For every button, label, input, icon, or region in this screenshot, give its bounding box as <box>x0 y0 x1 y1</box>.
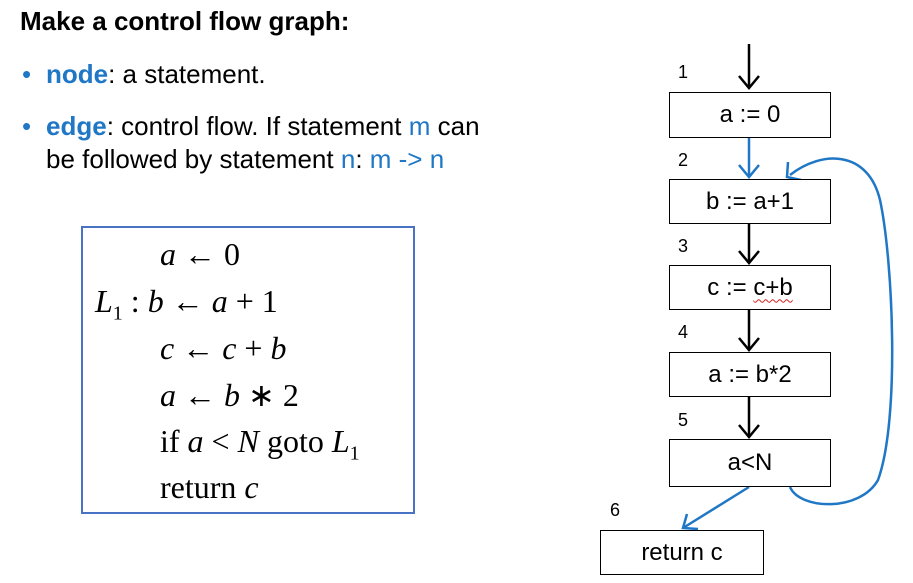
cfg-node-3: c := c+b <box>669 265 831 310</box>
bullet-dot-icon: • <box>22 111 32 141</box>
edge-notation: m -> n <box>369 144 445 174</box>
code-line-6: return c <box>160 469 259 505</box>
cfg-node-5: a<N <box>669 439 831 487</box>
code-line-5: if a < N goto L1 <box>160 423 360 465</box>
slide-title: Make a control flow graph: <box>20 6 350 36</box>
node-keyword: node <box>46 59 109 89</box>
node-number-6: 6 <box>610 500 621 520</box>
entry-edge <box>738 44 760 90</box>
cfg-node-6: return c <box>600 530 764 575</box>
bullet-dot-icon: • <box>22 59 32 89</box>
cfg-node-1: a := 0 <box>669 92 831 138</box>
cfg-node-2: b := a+1 <box>669 179 831 224</box>
edge-1-2 <box>738 138 760 179</box>
cfg-node-3-label: c := c+b <box>707 273 793 301</box>
code-line-4: a ← b ∗ 2 <box>160 377 299 413</box>
colon-text: : <box>355 144 370 174</box>
cfg-node-4: a := b*2 <box>669 352 831 397</box>
node-number-4: 4 <box>678 322 689 342</box>
edge-description-tail: can <box>430 111 480 141</box>
code-line-3: c ← c + b <box>160 330 287 366</box>
edge-2-3 <box>738 224 760 265</box>
code-box <box>81 226 415 514</box>
code-line-1: a ← 0 <box>160 236 240 272</box>
node-number-5: 5 <box>678 410 689 430</box>
edge-3-4 <box>738 310 760 352</box>
cfg-node-2-label: b := a+1 <box>705 187 795 215</box>
node-number-2: 2 <box>678 150 689 170</box>
cfg-node-1-label: a := 0 <box>719 101 781 128</box>
edge-5-6 <box>681 485 750 531</box>
edge-description-line2: be followed by statement n: m -> n <box>46 144 444 175</box>
cfg-node-5-label: a<N <box>727 449 773 476</box>
edge-line2-text: be followed by statement <box>46 144 341 174</box>
node-number-1: 1 <box>678 62 689 82</box>
node-description: : a statement. <box>108 59 266 89</box>
edge-keyword: edge <box>46 111 107 141</box>
m-variable: m <box>408 111 431 141</box>
cfg-node-6-label: return c <box>641 538 723 566</box>
cfg-node-4-label: a := b*2 <box>708 360 792 388</box>
edge-description: : control flow. If statement <box>106 111 409 141</box>
code-line-2: L1 : b ← a + 1 <box>95 283 278 325</box>
n-variable: n <box>340 144 356 174</box>
node-number-3: 3 <box>678 236 689 256</box>
edge-4-5 <box>738 397 760 439</box>
